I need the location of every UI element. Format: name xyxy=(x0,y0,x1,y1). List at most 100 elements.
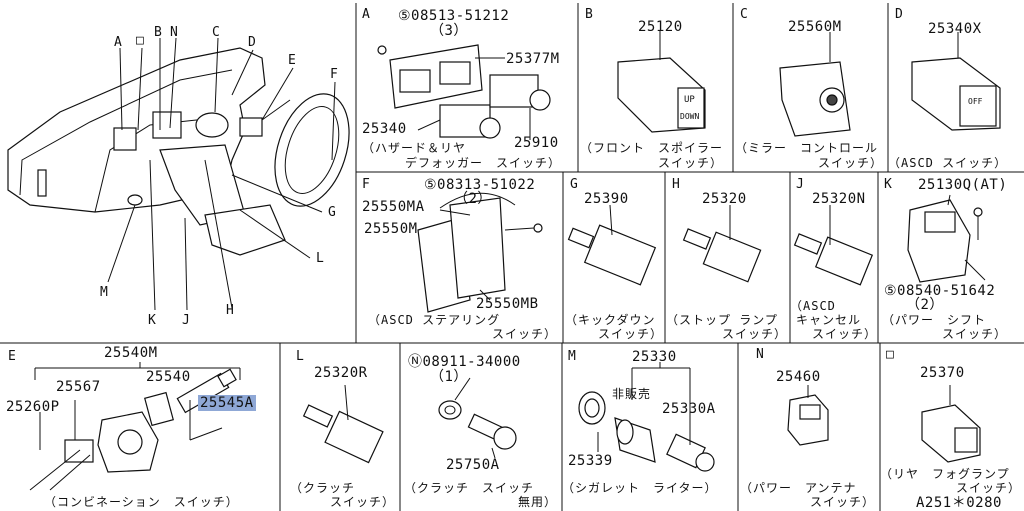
part-caption: デフォッガー スイッチ） xyxy=(405,156,562,170)
part-number: ⑤08313-51022 xyxy=(424,177,536,193)
part-number: 25320 xyxy=(702,191,747,207)
part-quantity: （1） xyxy=(430,369,468,385)
part-number: 25339 xyxy=(568,453,613,469)
callout-n: N xyxy=(170,25,178,40)
part-caption: （リヤ フォグランプ xyxy=(880,467,1010,481)
part-number: ⑤08540-51642 xyxy=(884,283,996,299)
callout-g: G xyxy=(328,205,336,220)
part-number: 25370 xyxy=(920,365,965,381)
part-caption: （フロント スポイラー xyxy=(580,141,724,155)
not-for-sale-label: 非販売 xyxy=(612,387,652,401)
callout-l: K xyxy=(148,313,156,328)
section-d-drawing xyxy=(911,32,1001,131)
callout-f: F xyxy=(330,67,338,82)
part-caption: （ASCD スイッチ） xyxy=(888,156,1008,170)
section-letter: K xyxy=(884,177,892,192)
part-quantity: （3） xyxy=(430,23,468,39)
section-letter: D xyxy=(895,7,903,22)
callout-d: D xyxy=(248,35,256,50)
section-letter: E xyxy=(8,349,16,364)
section-sq-drawing xyxy=(921,385,981,463)
section-letter: H xyxy=(672,177,680,192)
section-f-drawing xyxy=(417,192,543,313)
part-number: ⑤08513-51212 xyxy=(398,8,510,24)
section-letter: J xyxy=(796,177,804,192)
part-caption: （コンビネーション スイッチ） xyxy=(44,495,239,509)
part-number: 25390 xyxy=(584,191,629,207)
part-caption: （パワー シフト xyxy=(882,313,987,327)
section-n-drawing xyxy=(787,385,829,446)
part-number: 25260P xyxy=(6,399,60,415)
part-number: 25550MA xyxy=(362,199,425,215)
section-h-drawing xyxy=(682,205,762,283)
part-caption: スイッチ） xyxy=(658,156,724,170)
callout-square: □ xyxy=(136,33,144,48)
part-quantity: （2） xyxy=(454,191,492,207)
callout-a: A xyxy=(114,35,122,50)
part-number: 25320N xyxy=(812,191,866,207)
part-number: 25560M xyxy=(788,19,842,35)
section-letter: M xyxy=(568,349,576,364)
callout-e: E xyxy=(288,53,296,68)
section-letter: L xyxy=(296,349,304,364)
section-c-drawing xyxy=(779,32,851,137)
section-letter: N xyxy=(756,347,764,362)
section-e-drawing xyxy=(29,362,241,491)
part-caption: スイッチ） xyxy=(722,327,788,341)
part-number: 25130Q(AT) xyxy=(918,177,1008,193)
dashboard-drawing xyxy=(7,37,350,311)
part-caption: （ミラー コントロール xyxy=(735,141,879,155)
section-letter: G xyxy=(570,177,578,192)
part-number: 25340X xyxy=(928,21,982,37)
part-caption: （ハザード＆リヤ xyxy=(362,141,467,155)
part-caption: スイッチ） xyxy=(942,327,1008,341)
part-number: 25120 xyxy=(638,19,683,35)
section-m-drawing xyxy=(578,362,715,472)
diagram-code: A251＊0280 xyxy=(916,495,1002,511)
off-button-label: OFF xyxy=(968,97,983,106)
part-caption: スイッチ） xyxy=(956,481,1022,495)
part-caption: （クラッチ スイッチ xyxy=(404,481,535,495)
part-number: 25540M xyxy=(104,345,158,361)
part-number: 25460 xyxy=(776,369,821,385)
callout-m: M xyxy=(100,285,108,300)
part-caption: 無用） xyxy=(518,495,558,509)
up-button-label: UP xyxy=(684,95,695,105)
part-caption: スイッチ） xyxy=(818,156,884,170)
part-caption: （ASCD ステアリング xyxy=(368,313,501,327)
part-quantity: （2） xyxy=(906,297,944,313)
section-j-drawing xyxy=(793,205,874,286)
section-g-drawing xyxy=(567,204,657,286)
section-letter: A xyxy=(362,7,370,22)
part-number: 25910 xyxy=(514,135,559,151)
part-number: 25377M xyxy=(506,51,560,67)
callout-k: J xyxy=(182,313,190,328)
part-caption: （ASCD xyxy=(790,299,836,313)
section-b-drawing xyxy=(617,30,706,133)
part-caption: （シガレット ライター） xyxy=(562,481,718,495)
part-number: 25550MB xyxy=(476,296,539,312)
callout-h: L xyxy=(316,251,324,266)
part-number: Ⓝ08911-34000 xyxy=(408,354,521,370)
part-number: 25567 xyxy=(56,379,101,395)
part-caption: （クラッチ xyxy=(290,481,356,495)
part-caption: スイッチ） xyxy=(330,495,396,509)
part-number: 25340 xyxy=(362,121,407,137)
part-number: 25550M xyxy=(364,221,418,237)
part-number: 25320R xyxy=(314,365,368,381)
callout-b: B xyxy=(154,25,162,40)
part-number-highlighted: 25545A xyxy=(198,395,256,411)
part-caption: スイッチ） xyxy=(810,495,876,509)
section-letter: C xyxy=(740,7,748,22)
section-letter: □ xyxy=(886,347,894,362)
down-button-label: DOWN xyxy=(680,112,700,121)
part-caption: スイッチ） xyxy=(492,327,558,341)
section-letter: B xyxy=(585,7,593,22)
section-l-drawing xyxy=(302,384,384,464)
part-caption: スイッチ） xyxy=(598,327,664,341)
section-n2-drawing xyxy=(438,377,517,459)
part-number: 25330A xyxy=(662,401,716,417)
section-a-drawing xyxy=(377,44,551,140)
